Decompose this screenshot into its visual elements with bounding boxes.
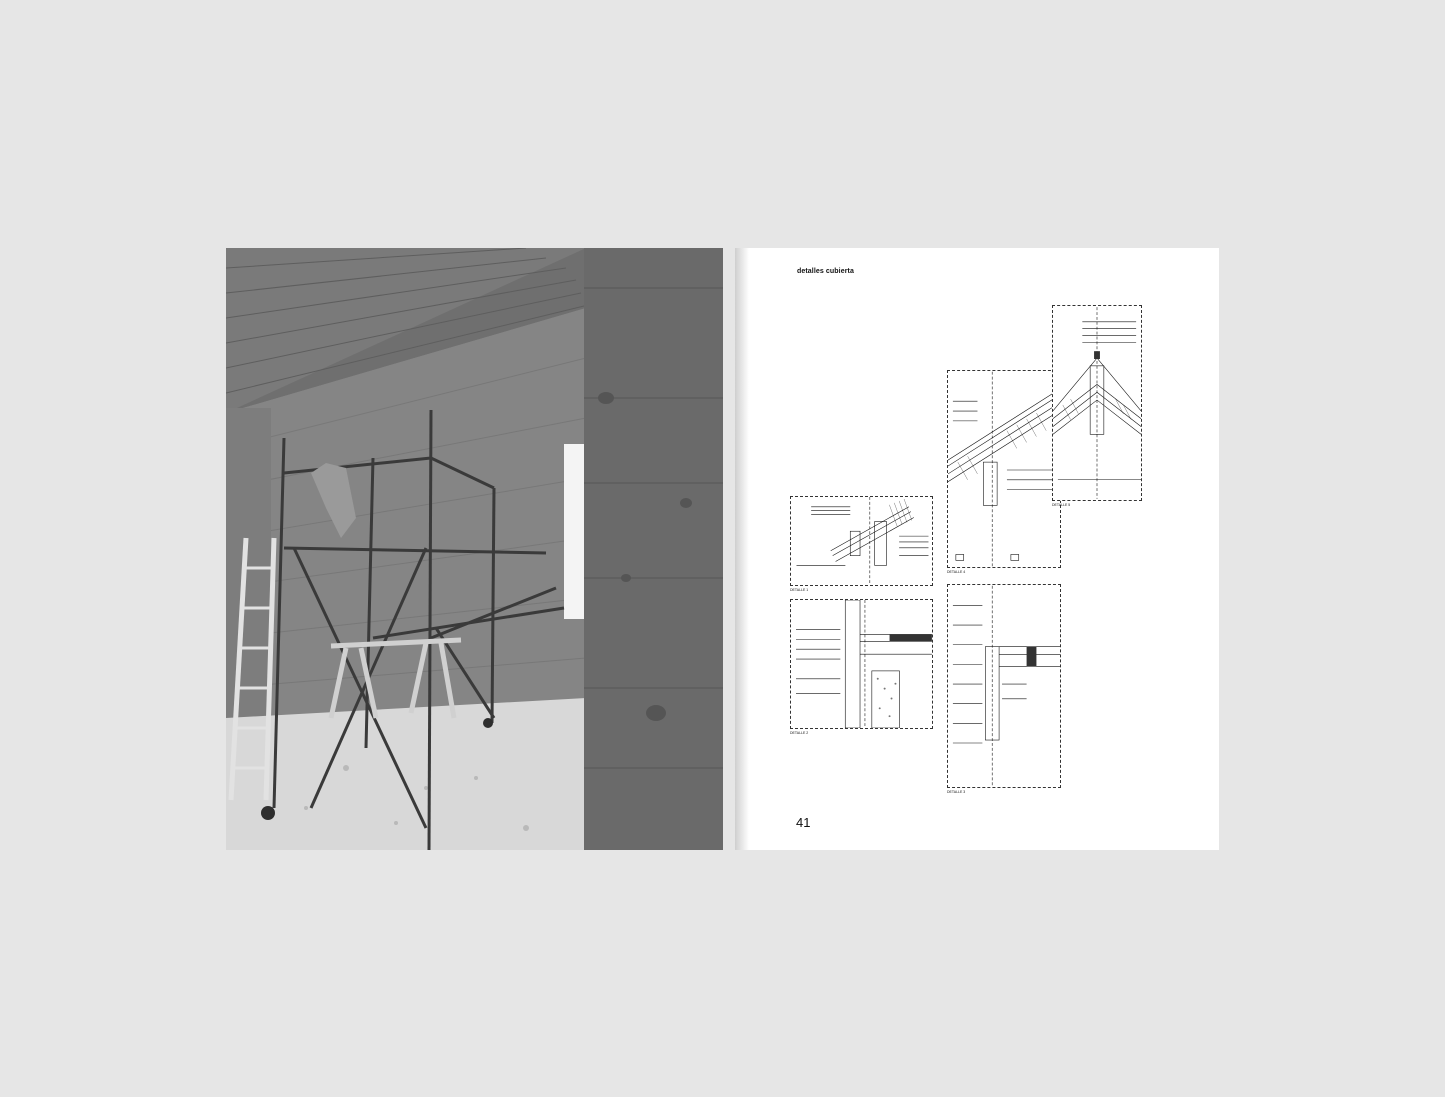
page-heading: detalles cubierta	[797, 268, 854, 275]
gutter-shadow	[735, 248, 749, 850]
detail-4-drawing	[947, 370, 1061, 568]
detail-5-lines	[1053, 307, 1141, 499]
detail-1-lines	[796, 497, 929, 585]
page-number: 41	[796, 815, 811, 830]
detail-3-lines	[952, 585, 1060, 787]
attic-photo-drawing	[226, 248, 723, 850]
detail-3-drawing	[947, 584, 1061, 788]
details-page: detalles cubierta DE	[735, 248, 1219, 850]
book-spread: detalles cubierta DE	[226, 248, 1219, 850]
detail-1-drawing	[790, 496, 933, 586]
detail-2-label: DETALLE 2	[790, 731, 809, 735]
detail-5-drawing	[1052, 305, 1142, 501]
attic-photo	[226, 248, 723, 850]
detail-2-lines	[796, 600, 932, 728]
detail-4-label: DETALLE 4	[947, 570, 966, 574]
detail-5-label: DETALLE 5	[1052, 503, 1071, 507]
detail-2-drawing	[790, 599, 933, 729]
detail-4-lines	[948, 371, 1057, 567]
detail-1-label: DETALLE 1	[790, 588, 809, 592]
detail-3-label: DETALLE 3	[947, 790, 966, 794]
